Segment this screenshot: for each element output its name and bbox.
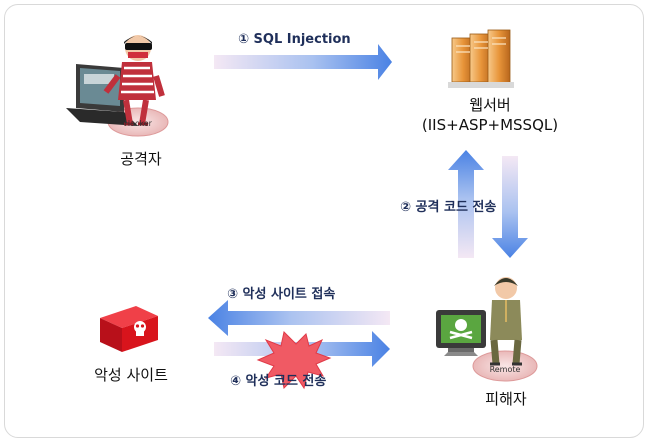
step-3-label: ③ 악성 사이트 접속 (227, 283, 335, 302)
hacker-badge: Hacker (124, 119, 153, 128)
step-1-label: ① SQL Injection (238, 32, 351, 47)
arrow-sql-injection (214, 44, 392, 80)
attacker-label: 공격자 (106, 148, 176, 169)
malicious-site-icon (100, 306, 158, 352)
remote-badge: Remote (490, 365, 521, 374)
arrow-malicious-site-access (208, 300, 390, 336)
step-4-label: ④ 악성 코드 전송 (230, 370, 326, 389)
step-2-label: ② 공격 코드 전송 (400, 196, 496, 215)
victim-icon (436, 277, 537, 381)
victim-label: 피해자 (466, 388, 546, 409)
webserver-label: 웹서버 (440, 94, 540, 115)
webserver-sublabel: (IIS+ASP+MSSQL) (412, 116, 568, 134)
web-server-icon (448, 30, 514, 88)
hacker-icon (66, 35, 168, 136)
infected-monitor-icon (436, 310, 486, 356)
malicious-site-label: 악성 사이트 (76, 364, 186, 385)
arrow-attack-code-down (492, 156, 528, 258)
